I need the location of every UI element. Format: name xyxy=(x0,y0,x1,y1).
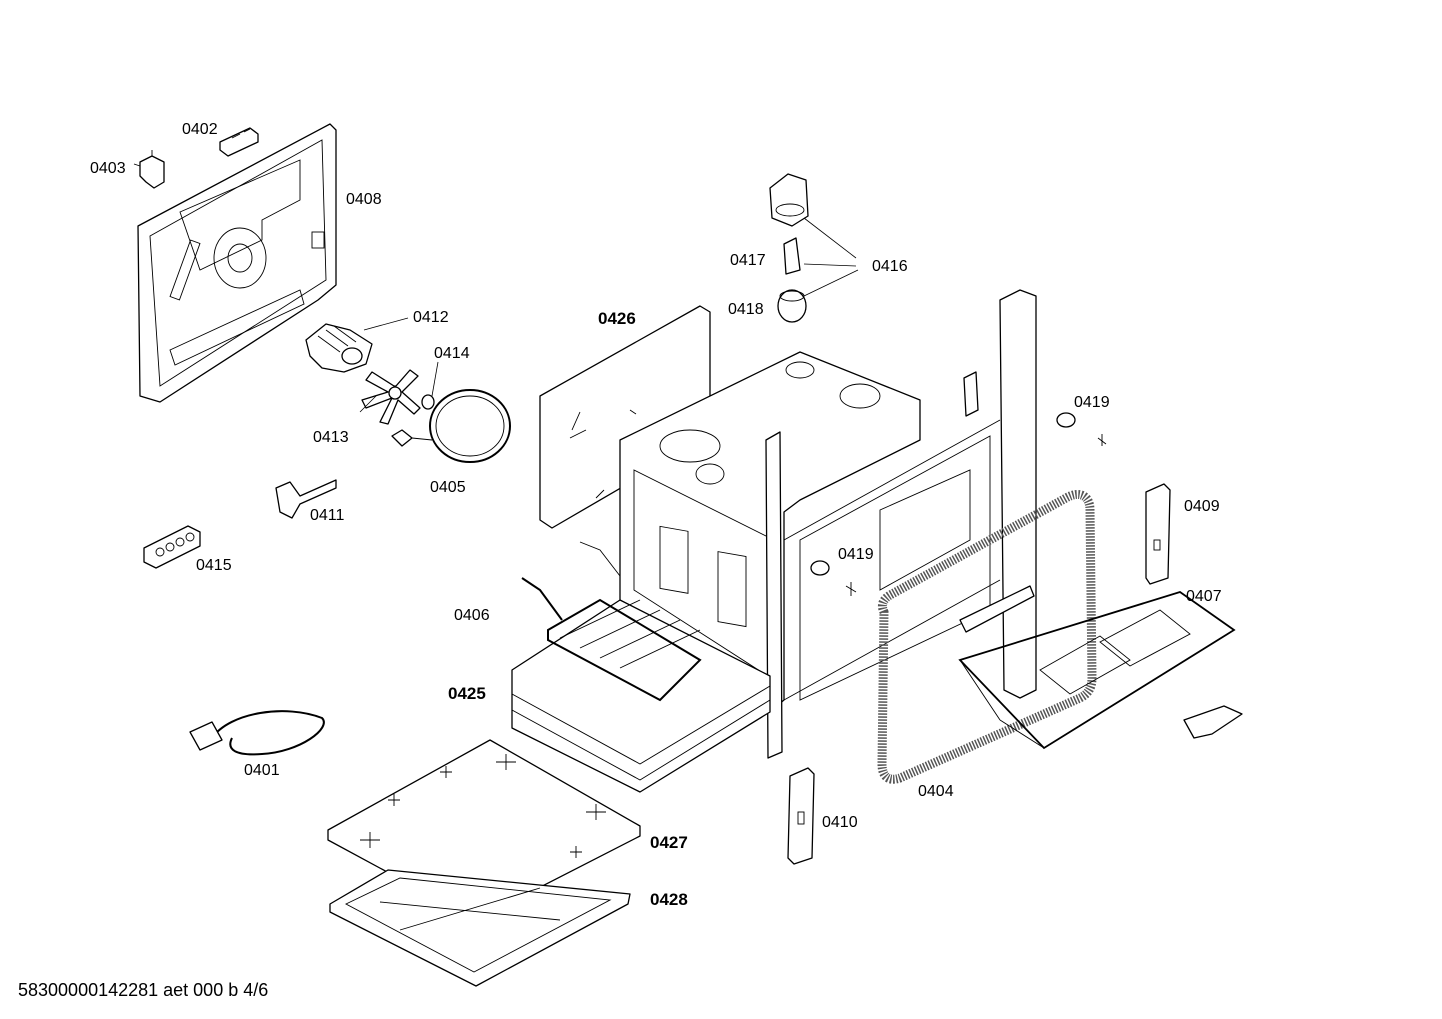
base-tray-part-0428[interactable] xyxy=(329,869,631,987)
lamp-cover-part-0416[interactable] xyxy=(769,173,809,227)
switch-part-0403[interactable] xyxy=(133,150,165,189)
sensor-part-0411[interactable] xyxy=(275,479,337,519)
callout-0408: 0408 xyxy=(346,191,382,208)
lamp-holder-part-0419-lower[interactable] xyxy=(810,560,857,596)
callout-0426: 0426 xyxy=(598,309,636,328)
callout-0414: 0414 xyxy=(434,345,470,362)
bottom-heating-element-part-0406[interactable] xyxy=(521,541,702,702)
callout-0417: 0417 xyxy=(730,252,766,269)
callout-0413: 0413 xyxy=(313,429,349,446)
callout-0418: 0418 xyxy=(728,301,764,318)
callout-0402: 0402 xyxy=(182,121,218,138)
oven-rack-part-0407[interactable] xyxy=(958,585,1236,750)
callout-0404: 0404 xyxy=(918,783,954,800)
terminal-strip-part-0415[interactable] xyxy=(143,525,201,569)
callout-0405: 0405 xyxy=(430,479,466,496)
hinge-part-0409[interactable] xyxy=(1145,483,1171,585)
callout-0419-upper: 0419 xyxy=(1074,394,1110,411)
lamp-bulb-part-0417[interactable] xyxy=(783,237,801,275)
callout-0416: 0416 xyxy=(872,258,908,275)
callout-0419-lower: 0419 xyxy=(838,546,874,563)
callout-0411: 0411 xyxy=(310,507,345,524)
power-cord-part-0401[interactable] xyxy=(189,710,325,756)
leader-lines xyxy=(359,217,859,413)
ring-heating-element-part-0405[interactable] xyxy=(391,389,511,463)
terminal-block-part-0402[interactable] xyxy=(219,127,259,157)
lamp-holder-part-0419-upper[interactable] xyxy=(1056,412,1107,446)
callout-0428: 0428 xyxy=(650,890,688,909)
callout-0427: 0427 xyxy=(650,833,688,852)
callout-0425: 0425 xyxy=(448,684,486,703)
fan-blade-part-0413[interactable] xyxy=(361,369,421,425)
callout-0415: 0415 xyxy=(196,557,232,574)
document-id-footer: 58300000142281 aet 000 b 4/6 xyxy=(18,980,269,1000)
callout-0409: 0409 xyxy=(1184,498,1220,515)
lamp-socket-part-0418[interactable] xyxy=(777,289,807,323)
nut-part-0414[interactable] xyxy=(421,394,435,410)
callout-0407: 0407 xyxy=(1186,588,1222,605)
back-panel-part-0408[interactable] xyxy=(137,123,337,403)
callout-0410: 0410 xyxy=(822,814,858,831)
door-seal-part-0404[interactable] xyxy=(877,490,1097,784)
callout-0403: 0403 xyxy=(90,160,126,177)
callout-0412: 0412 xyxy=(413,309,449,326)
callout-0401: 0401 xyxy=(244,762,280,779)
hinge-part-0410[interactable] xyxy=(787,767,815,865)
bracket-part-near-0407[interactable] xyxy=(1183,705,1243,739)
callout-0406: 0406 xyxy=(454,607,490,624)
insulation-mats-part-0425[interactable] xyxy=(511,599,771,793)
fan-motor-part-0412[interactable] xyxy=(305,323,373,373)
